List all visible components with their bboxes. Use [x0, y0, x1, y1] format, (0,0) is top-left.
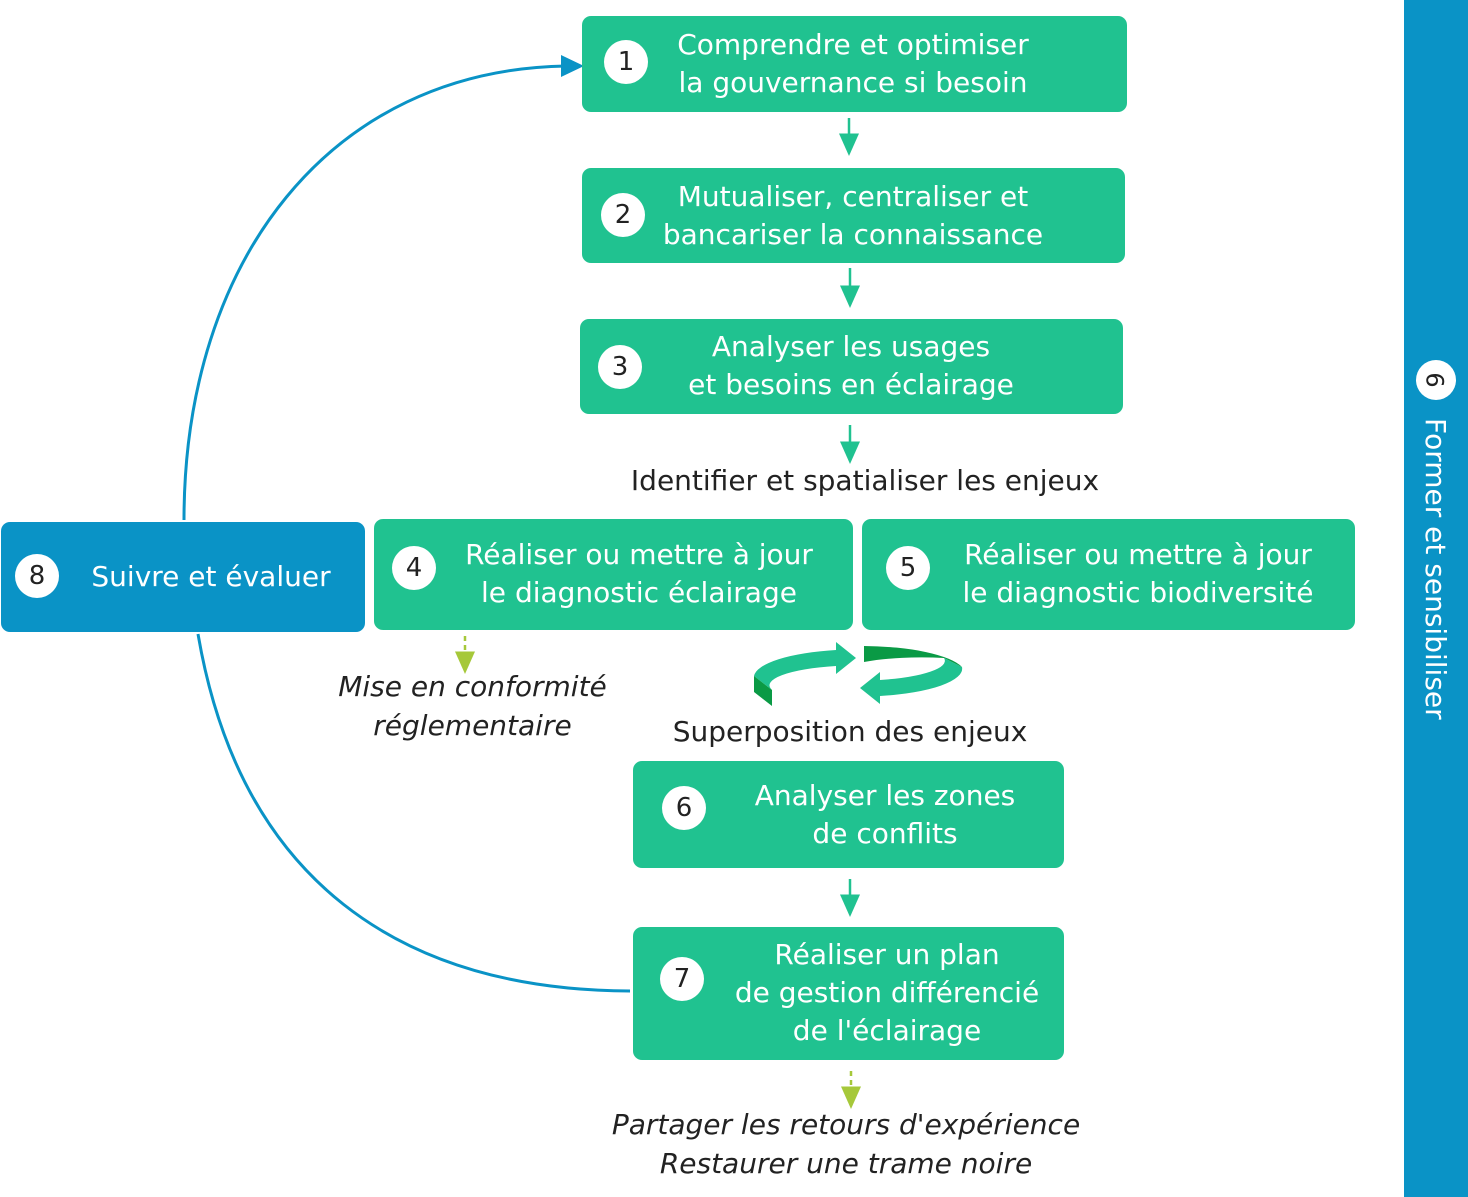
- step-7-label: Réaliser un plan de gestion différencié …: [734, 938, 1040, 1047]
- step-6-box: 6 Analyser les zones de conflits: [633, 761, 1064, 868]
- step-2-label: Mutualiser, centraliser et bancariser la…: [662, 180, 1044, 251]
- step-4-label: Réaliser ou mettre à jour le diagnostic …: [465, 538, 813, 609]
- step-5-box: 5 Réaliser ou mettre à jour le diagnosti…: [862, 519, 1355, 630]
- sidebar-step-9: 9 Former et sensibiliser: [1404, 0, 1468, 1197]
- step-3-label: Analyser les usages et besoins en éclair…: [688, 330, 1014, 401]
- step-8-box: 8 Suivre et évaluer: [1, 522, 365, 632]
- step-2-box: 2 Mutualiser, centraliser et bancariser …: [582, 168, 1125, 263]
- step-7-box: 7 Réaliser un plan de gestion différenci…: [633, 927, 1064, 1060]
- cycle-icon: [754, 642, 963, 706]
- step-4-box: 4 Réaliser ou mettre à jour le diagnosti…: [374, 519, 853, 630]
- step-7-number: 7: [660, 957, 704, 1001]
- step-1-label: Comprendre et optimiser la gouvernance s…: [677, 28, 1029, 99]
- step-6-label: Analyser les zones de conflits: [754, 779, 1016, 850]
- step-9-number: 9: [1416, 360, 1456, 400]
- loop-arrowhead: [561, 55, 584, 77]
- step-2-number: 2: [601, 193, 645, 237]
- step-1-box: 1 Comprendre et optimiser la gouvernance…: [582, 16, 1127, 112]
- step-1-number: 1: [604, 40, 648, 84]
- outcomes-note: Partager les retours d'expérience Restau…: [611, 1108, 1081, 1180]
- loop-arc-lower: [196, 633, 631, 993]
- step-6-number: 6: [662, 786, 706, 830]
- sidebar-content: 9 Former et sensibiliser: [1416, 360, 1456, 720]
- step-5-number: 5: [886, 546, 930, 590]
- step-8-number: 8: [15, 554, 59, 598]
- step-5-label: Réaliser ou mettre à jour le diagnostic …: [962, 538, 1314, 609]
- step-3-number: 3: [598, 345, 642, 389]
- loop-arc-upper: [182, 64, 567, 521]
- step-8-label: Suivre et évaluer: [91, 560, 331, 593]
- step-3-box: 3 Analyser les usages et besoins en écla…: [580, 319, 1123, 414]
- step-4-number: 4: [392, 546, 436, 590]
- compliance-note: Mise en conformité réglementaire: [338, 670, 607, 742]
- overlay-issues-label: Superposition des enjeux: [672, 715, 1028, 748]
- step-9-label: Former et sensibiliser: [1419, 418, 1453, 720]
- identify-issues-label: Identifier et spatialiser les enjeux: [630, 464, 1100, 497]
